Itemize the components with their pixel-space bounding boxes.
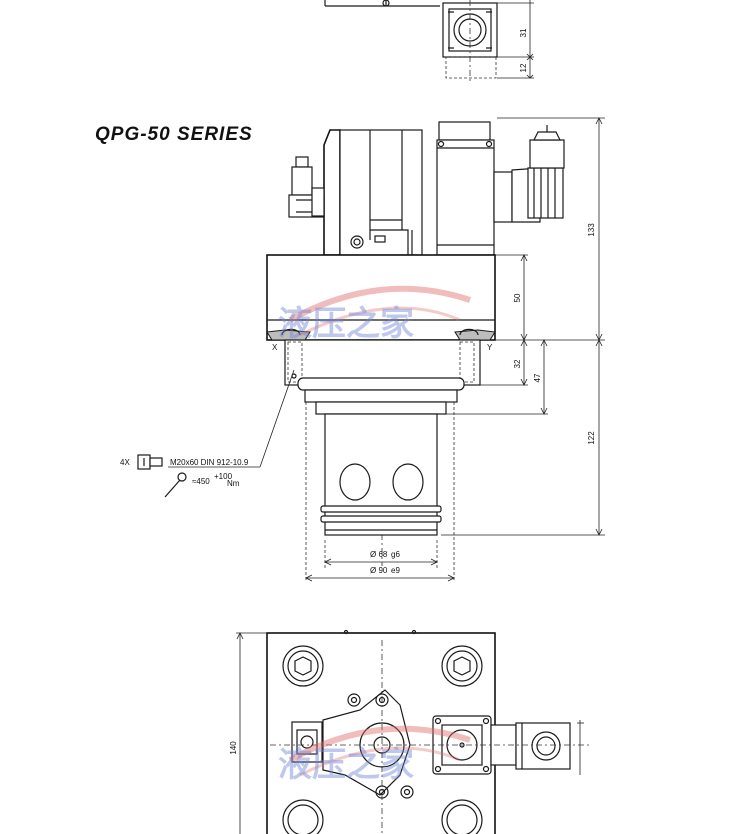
bolt-spec-label: M20x60 DIN 912-10.9 [170, 458, 249, 467]
dim-50-label: 50 [513, 293, 522, 302]
torque-value: ≈450 [192, 477, 210, 486]
dim-32-label: 32 [513, 359, 522, 368]
bolt-callout: 4X M20x60 DIN 912-10.9 ≈450 +100 Nm [120, 369, 295, 498]
svg-text:液压之家: 液压之家 [278, 304, 414, 344]
dim-31-label: 31 [519, 28, 528, 37]
mounting-bolt [282, 645, 483, 834]
dia-68-label: Ø 68 [370, 550, 388, 559]
top-view-fragment: 31 12 [324, 0, 534, 82]
dim-12-label: 12 [519, 63, 528, 72]
dia-68-tol: g6 [391, 550, 400, 559]
dia-90-tol: e9 [391, 566, 400, 575]
side-view: X Y Ø 68 g6 Ø 90 e9 [266, 117, 605, 582]
port-x-label: X [272, 343, 278, 352]
torque-tol: +100 [214, 472, 233, 481]
bolt-qty-label: 4X [120, 458, 130, 467]
torque-wrench-icon [164, 472, 187, 498]
bottom-view: 140 [229, 629, 590, 834]
dim-140-label: 140 [229, 741, 238, 755]
watermark-logo: 液压之家 [278, 285, 471, 344]
torque-unit: Nm [227, 479, 240, 488]
watermark-logo: 液压之家 [278, 725, 471, 785]
socket-head-bolt-icon [137, 454, 163, 470]
dia-90-label: Ø 90 [370, 566, 388, 575]
dim-122-label: 122 [587, 431, 596, 445]
series-title: QPG-50 SERIES [95, 124, 253, 145]
port-y-label: Y [487, 343, 493, 352]
dim-47-label: 47 [533, 373, 542, 382]
svg-text:液压之家: 液压之家 [278, 745, 414, 785]
dim-133-label: 133 [587, 223, 596, 237]
